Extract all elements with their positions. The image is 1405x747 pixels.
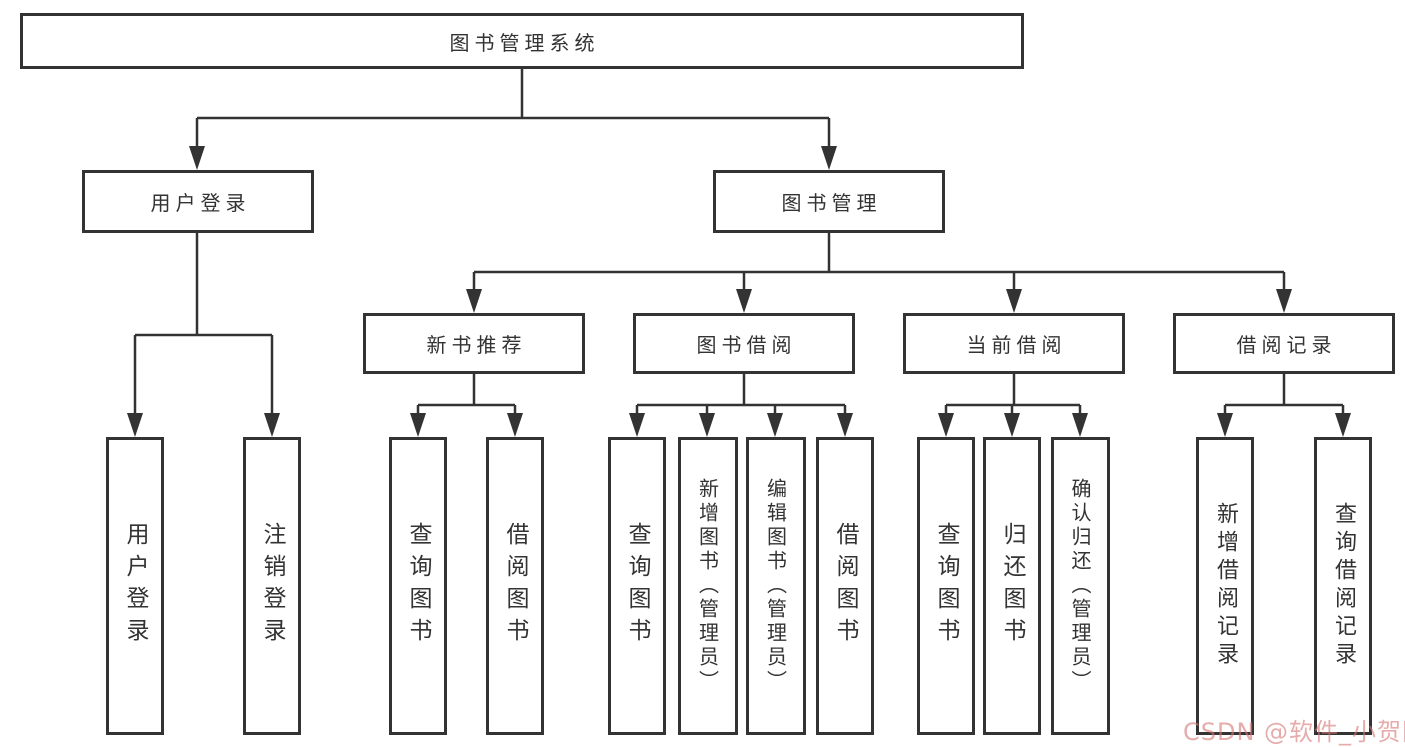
node-label: 新书推荐 bbox=[426, 333, 527, 357]
leaf-label: 编辑图书（管理员） bbox=[763, 478, 788, 694]
node-borrow-records: 借阅记录 bbox=[1173, 313, 1395, 374]
leaf-label: 注销登录 bbox=[259, 522, 285, 650]
node-root-system: 图书管理系统 bbox=[20, 13, 1024, 69]
csdn-watermark: CSDN @软件_小贺同学 bbox=[1183, 718, 1405, 746]
leaf-borrow-books-borrow: 借阅图书 bbox=[816, 437, 874, 735]
leaf-query-books-current: 查询图书 bbox=[917, 437, 975, 735]
node-label: 图书管理系统 bbox=[449, 30, 600, 55]
node-label: 用户登录 bbox=[150, 191, 251, 215]
node-label: 图书管理 bbox=[781, 191, 882, 215]
leaf-user-login: 用户登录 bbox=[106, 437, 164, 735]
node-new-book-recommend: 新书推荐 bbox=[363, 313, 585, 374]
node-label: 图书借阅 bbox=[696, 333, 797, 357]
node-label: 借阅记录 bbox=[1236, 333, 1337, 357]
leaf-borrow-books-newbooks: 借阅图书 bbox=[486, 437, 544, 735]
node-book-management: 图书管理 bbox=[713, 170, 945, 233]
leaf-query-books-borrow: 查询图书 bbox=[608, 437, 666, 735]
leaf-query-borrow-record: 查询借阅记录 bbox=[1314, 437, 1372, 735]
leaf-label: 新增图书（管理员） bbox=[695, 478, 720, 694]
node-current-borrow: 当前借阅 bbox=[903, 313, 1125, 374]
leaf-add-book-admin: 新增图书（管理员） bbox=[678, 437, 738, 735]
leaf-label: 用户登录 bbox=[122, 522, 148, 650]
leaf-logout: 注销登录 bbox=[243, 437, 301, 735]
leaf-label: 借阅图书 bbox=[832, 522, 858, 650]
leaf-query-books-newbooks: 查询图书 bbox=[389, 437, 447, 735]
leaf-add-borrow-record: 新增借阅记录 bbox=[1196, 437, 1254, 735]
leaf-label: 查询图书 bbox=[933, 522, 959, 650]
node-label: 当前借阅 bbox=[966, 333, 1067, 357]
connector-paths bbox=[133, 69, 1345, 417]
leaf-label: 查询借阅记录 bbox=[1331, 502, 1356, 670]
leaf-return-books: 归还图书 bbox=[983, 437, 1041, 735]
arrow-down-icons bbox=[127, 146, 1351, 437]
node-user-login: 用户登录 bbox=[82, 170, 314, 233]
leaf-label: 借阅图书 bbox=[502, 522, 528, 650]
node-book-borrow: 图书借阅 bbox=[633, 313, 855, 374]
leaf-label: 查询图书 bbox=[624, 522, 650, 650]
leaf-confirm-return-admin: 确认归还（管理员） bbox=[1051, 437, 1110, 735]
leaf-label: 新增借阅记录 bbox=[1213, 502, 1238, 670]
leaf-label: 归还图书 bbox=[999, 522, 1025, 650]
leaf-label: 确认归还（管理员） bbox=[1068, 478, 1092, 694]
leaf-label: 查询图书 bbox=[405, 522, 431, 650]
leaf-edit-book-admin: 编辑图书（管理员） bbox=[746, 437, 806, 735]
